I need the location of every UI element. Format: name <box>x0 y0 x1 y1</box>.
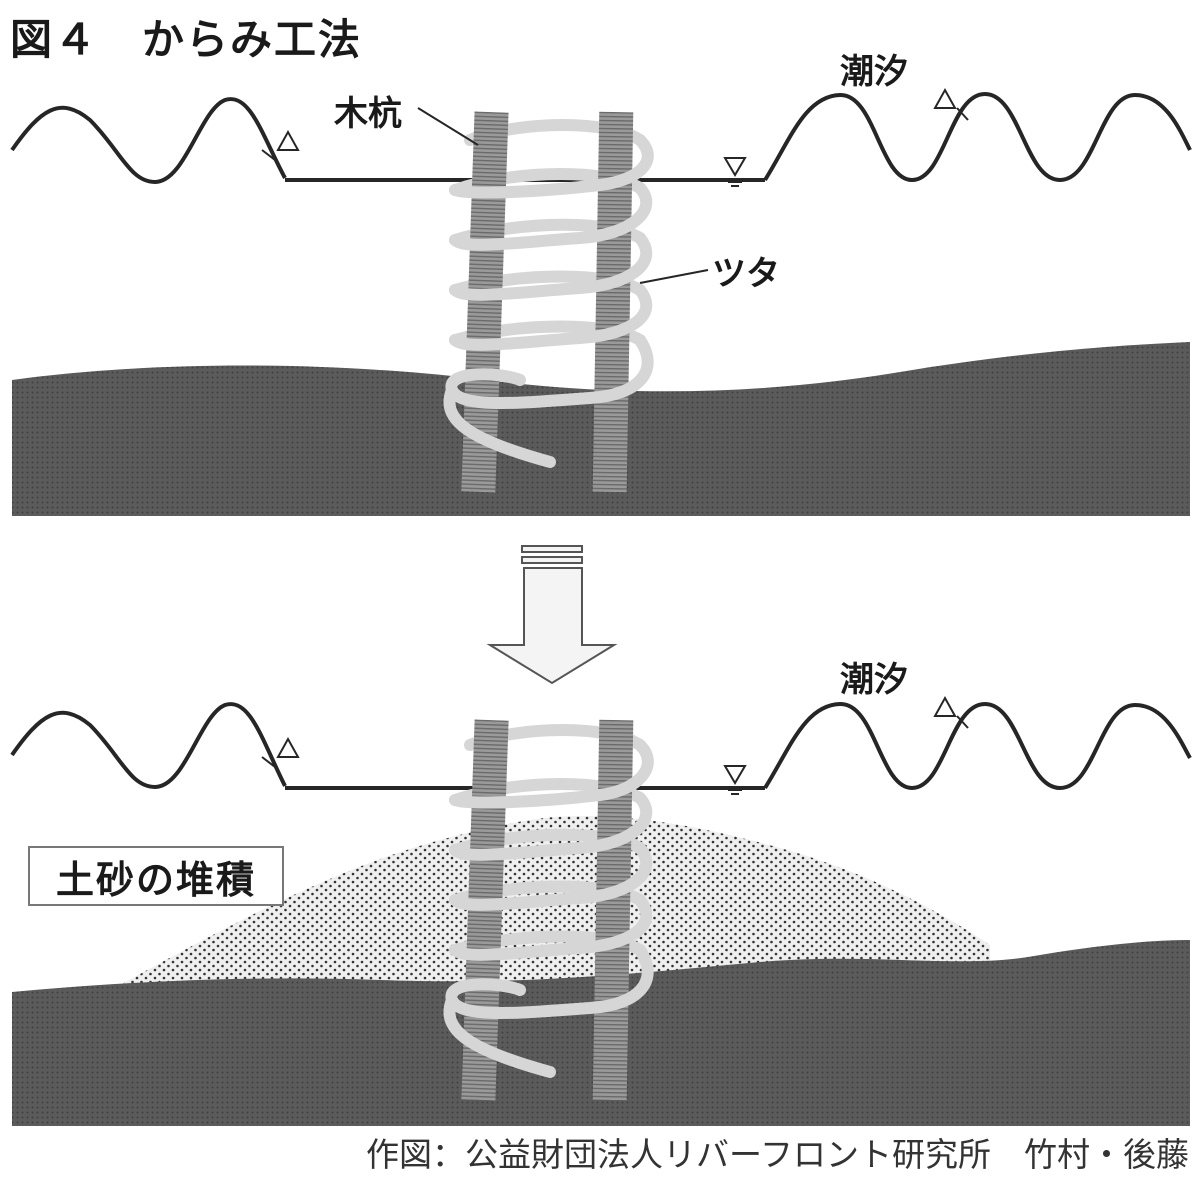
tide-wave-left-top <box>10 97 287 185</box>
panel-after <box>10 695 1192 1126</box>
tide-label-top: 潮汐 <box>840 52 908 92</box>
transition-arrow <box>486 545 618 685</box>
vine-coil-front <box>443 134 654 468</box>
panel-before <box>10 87 1192 516</box>
water-level-marker <box>933 695 969 729</box>
vine-label: ツタ <box>712 254 780 294</box>
vine-leader-line <box>639 269 709 284</box>
sediment-label: 土砂の堆積 <box>55 857 256 902</box>
figure-credit: 作図：公益財団法人リバーフロント研究所 竹村・後藤 <box>365 1135 1189 1174</box>
water-level-marker <box>933 87 969 121</box>
figure-title: 図４ からみ工法 <box>10 15 363 64</box>
pile-leader-line <box>417 107 479 146</box>
sediment-label-box: 土砂の堆積 <box>28 846 284 906</box>
tide-wave-right-top <box>763 91 1192 183</box>
tide-label-bottom: 潮汐 <box>840 660 908 700</box>
water-level-marker <box>261 129 300 161</box>
tide-wave-left-bottom <box>10 702 287 790</box>
wooden-pile-right-bottom <box>592 719 634 1101</box>
water-level-marker <box>723 765 747 795</box>
wooden-pile-right-top <box>592 111 634 493</box>
water-level-marker <box>261 736 300 768</box>
pile-label: 木杭 <box>334 94 402 134</box>
vine-coil-front <box>443 739 654 1078</box>
water-level-marker <box>723 157 747 187</box>
tide-wave-right-bottom <box>763 701 1192 791</box>
